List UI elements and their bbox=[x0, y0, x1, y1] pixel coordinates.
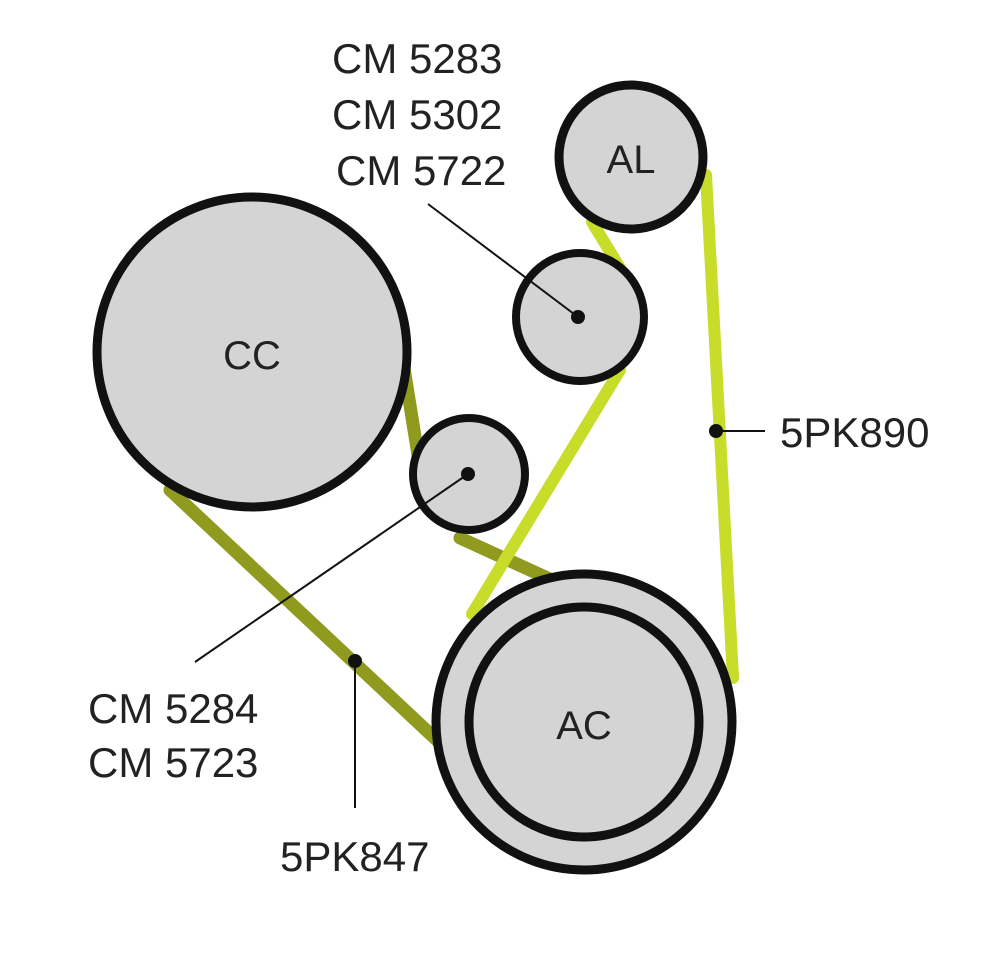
part-number-cm5283: CM 5283 bbox=[332, 35, 503, 82]
ac-label: AC bbox=[556, 704, 612, 748]
ac-pulley-inner bbox=[464, 602, 704, 842]
part-number-cm5723: CM 5723 bbox=[88, 739, 259, 786]
upper-tensioner-center-dot bbox=[571, 310, 585, 324]
belt-5pk890-dot bbox=[709, 424, 723, 438]
part-number-cm5302: CM 5302 bbox=[332, 91, 503, 138]
upper-tensioner-leader bbox=[427, 203, 579, 318]
cc-pulley bbox=[92, 192, 412, 512]
part-number-cm5284: CM 5284 bbox=[88, 685, 259, 732]
al-pulley bbox=[554, 80, 708, 234]
belt-label-5pk890: 5PK890 bbox=[780, 409, 930, 456]
al-label: AL bbox=[606, 138, 656, 182]
belt-5pk890-segment-tensioner-ac bbox=[466, 364, 626, 620]
belt-5pk847-dot bbox=[348, 654, 362, 668]
belt-label-5pk847: 5PK847 bbox=[280, 833, 430, 880]
lower-tensioner-center-dot bbox=[461, 467, 475, 481]
cc-label: CC bbox=[223, 334, 281, 378]
lower-tensioner-leader bbox=[194, 473, 469, 663]
part-number-cm5722: CM 5722 bbox=[336, 147, 507, 194]
